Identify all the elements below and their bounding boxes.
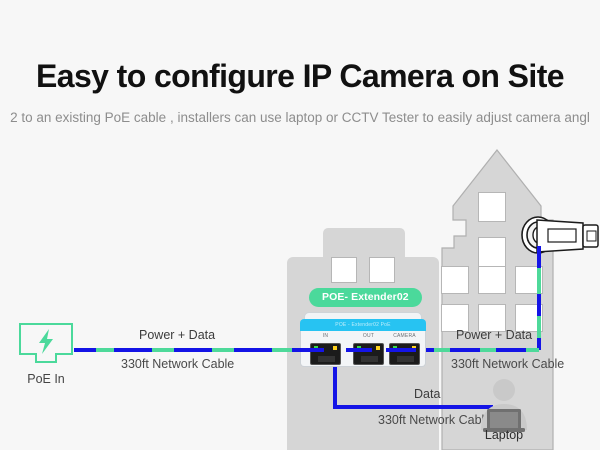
left-cable-top-label: Power + Data [139, 328, 216, 342]
port-label-out: OUT [362, 333, 375, 339]
right-building-window [478, 192, 506, 222]
plug-stub-out [346, 348, 372, 352]
right-building-window [478, 237, 506, 267]
poe-in-jack-icon [18, 322, 74, 364]
camera-cable-vertical [537, 246, 541, 350]
right-building-window [441, 304, 469, 332]
right-building-window [478, 304, 506, 332]
rj45-port-camera[interactable] [389, 343, 420, 365]
data-cable-horizontal [333, 405, 493, 409]
extender-name-badge: POE- Extender02 [309, 288, 422, 307]
plug-stub-camera [386, 348, 416, 352]
left-building-window [331, 257, 357, 283]
rj45-port-out[interactable] [353, 343, 384, 365]
left-network-cable [74, 348, 310, 352]
right-cable-top-label: Power + Data [456, 328, 533, 342]
port-led-amber [333, 346, 337, 350]
poe-extender-device: POE - Extender02 PoE IN OUT CAMERA [300, 312, 426, 367]
port-label-camera: CAMERA [393, 333, 416, 339]
plug-stub-in [294, 348, 324, 352]
port-label-in: IN [322, 333, 329, 339]
device-faceplate: POE - Extender02 PoE [300, 319, 426, 332]
port-led-amber [376, 346, 380, 350]
left-building-tower [323, 228, 405, 260]
device-faceplate-text: POE - Extender02 PoE [335, 322, 391, 328]
laptop-label: Laptop [484, 428, 524, 442]
poe-in-label: PoE In [27, 372, 65, 386]
data-cable-vertical [333, 352, 337, 409]
page-subtitle: 2 to an existing PoE cable , installers … [10, 110, 590, 125]
cctv-bullet-camera-icon [521, 212, 600, 260]
data-cable-bottom-label: 330ft Network Cable [378, 413, 492, 427]
right-building-window [478, 266, 506, 294]
right-cable-bottom-label: 330ft Network Cable [451, 357, 565, 371]
page-title: Easy to configure IP Camera on Site [36, 58, 565, 94]
right-building-window [441, 266, 469, 294]
rj45-port-in[interactable] [310, 343, 341, 365]
person-with-laptop-icon [473, 378, 535, 433]
left-building-window [369, 257, 395, 283]
left-cable-bottom-label: 330ft Network Cable [121, 357, 235, 371]
right-network-cable [414, 348, 539, 352]
data-cable-top-label: Data [414, 387, 441, 401]
